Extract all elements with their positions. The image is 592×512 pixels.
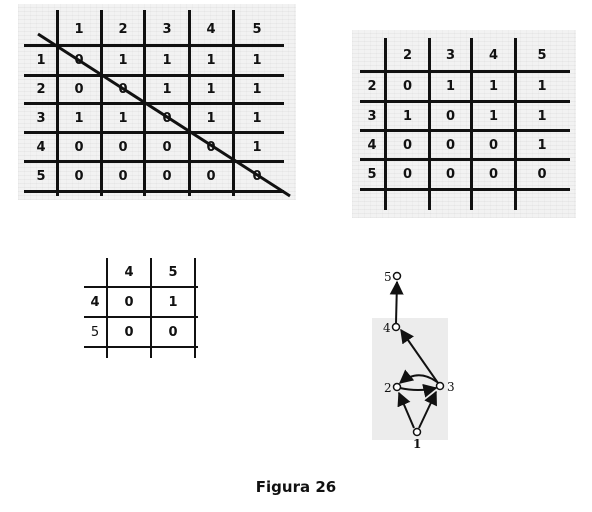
matrix-a-cell: 1 [252,110,262,126]
matrix-a-row-label: 1 [36,52,46,68]
matrix-a-cell: 0 [118,168,128,184]
matrix-b-cell: 1 [488,108,499,124]
matrix-c-cell: 0 [124,324,134,340]
edge-3-2 [398,369,438,384]
matrix-a-cell: 1 [162,52,172,68]
matrix-b-cell: 0 [445,108,456,124]
matrix-a-cell: 1 [206,52,216,68]
matrix-b-col-header: 5 [537,47,547,63]
scan-background-matrix-b [352,30,576,218]
graph-node-1 [412,427,422,437]
matrix-c-cell: 0 [124,294,134,310]
matrix-a-cell: 1 [118,110,128,126]
matrix-b-col-header: 2 [402,47,413,63]
matrix-a-cell: 1 [252,82,262,97]
edge-3-4 [400,328,439,384]
matrix-a-col-header: 2 [118,21,128,37]
matrix-b-cell: 0 [402,137,413,153]
matrix-b-col-header: 4 [488,47,499,63]
edge-1-3 [418,390,437,429]
matrix-b-col-header: 3 [445,47,456,63]
matrix-a-row-label: 5 [36,168,46,184]
matrix-b-cell: 1 [537,79,547,94]
matrix-b-row-label: 4 [367,137,377,153]
matrix-b-cell: 1 [537,137,547,153]
matrix-b-cell: 0 [488,137,499,153]
matrix-b-cell: 1 [445,79,456,94]
matrix-c-cell: 1 [168,294,178,310]
matrix-a-col-header: 3 [162,21,172,37]
matrix-a-row-label: 4 [36,139,46,155]
matrix-a-cell: 0 [74,139,84,155]
matrix-a-cell: 1 [162,82,172,97]
matrix-a-col-header: 4 [206,21,216,37]
matrix-b-cell: 1 [488,79,499,94]
graph-node-2 [392,382,402,392]
matrix-a-col-header: 1 [74,21,84,37]
matrix-a-row-label: 2 [36,82,46,97]
graph-node-label-4: 4 [383,321,391,335]
graph-node-label-3: 3 [447,380,455,394]
figure-caption: Figura 26 [255,478,337,496]
matrix-a-cell: 0 [74,82,84,97]
matrix-b-cell: 0 [402,79,413,94]
matrix-a-cell: 1 [74,110,84,126]
matrix-a-cell: 1 [206,110,216,126]
edge-4-5 [389,280,404,324]
matrix-b-cell: 0 [445,167,456,182]
matrix-b-cell: 1 [537,108,547,124]
graph-node-label-2: 2 [384,381,392,395]
matrix-a-cell: 0 [162,168,172,184]
matrix-b-cell: 0 [488,167,499,182]
matrix-c-row-label: 4 [90,294,100,310]
matrix-a-cell: 1 [252,52,262,68]
matrix-c-cell: 0 [168,324,178,340]
matrix-b-cell: 0 [537,167,547,182]
matrix-a-cell: 1 [206,82,216,97]
matrix-c-col-header: 5 [168,264,178,280]
matrix-a-cell: 0 [162,139,172,155]
matrix-a-col-header: 5 [252,21,262,37]
matrix-a-cell: 1 [118,52,128,68]
matrix-b-row-label: 3 [367,108,377,124]
matrix-a-cell: 0 [206,139,216,155]
matrix-c-col-header: 4 [124,264,134,280]
matrix-a-cell: 0 [206,168,216,184]
matrix-b-cell: 0 [445,137,456,153]
graph-node-5 [392,271,402,281]
matrix-a-cell: 0 [74,168,84,184]
graph-node-3 [435,381,445,391]
matrix-a-row-label: 3 [36,110,46,126]
edge-1-2 [397,391,415,429]
edge-2-3 [399,383,438,398]
matrix-b-cell: 0 [402,167,413,182]
matrix-c-row-label: 5 [90,324,100,340]
matrix-a-cell: 0 [118,139,128,155]
matrix-a-cell: 1 [252,139,262,155]
matrix-b-cell: 1 [402,108,413,124]
matrix-b-row-label: 5 [367,167,377,182]
matrix-b-row-label: 2 [367,79,377,94]
graph-node-label-5: 5 [384,270,392,284]
graph-node-label-1: 1 [413,437,421,451]
graph-node-4 [391,322,401,332]
